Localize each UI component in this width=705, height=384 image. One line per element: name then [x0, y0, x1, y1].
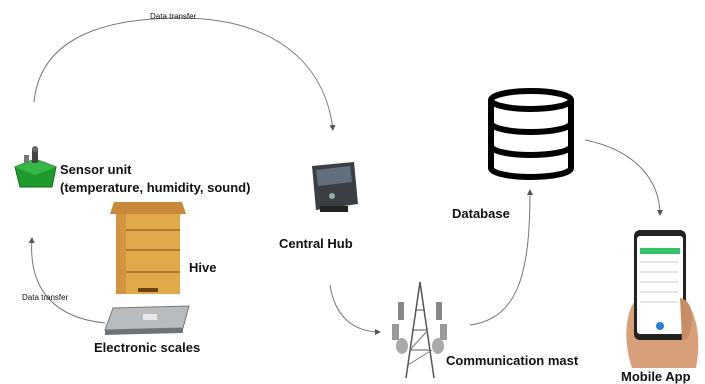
sensor-unit-icon: [14, 146, 57, 188]
data-transfer-label-top: Data transfer: [150, 12, 197, 21]
arrow-scales-to-sensor: [28, 237, 106, 324]
hive-icon: [110, 202, 186, 294]
database-label: Database: [452, 206, 510, 221]
electronic-scales-icon: [104, 305, 190, 335]
central-hub-icon: [312, 162, 358, 212]
electronic-scales-label: Electronic scales: [94, 340, 201, 355]
sensor-unit-subtitle: (temperature, humidity, sound): [60, 180, 251, 195]
arrow-database-to-mobile: [584, 139, 663, 216]
database-icon: [488, 88, 574, 180]
data-transfer-label-left: Data transfer: [22, 293, 69, 302]
hive-label: Hive: [189, 260, 217, 275]
mobile-app-icon: [626, 230, 699, 368]
central-hub-label: Central Hub: [279, 236, 353, 251]
communication-mast-label: Communication mast: [446, 353, 579, 368]
arrow-sensor-to-hub: [33, 17, 336, 131]
communication-mast-icon: [392, 281, 447, 379]
arrow-hub-to-mast: [329, 284, 381, 335]
sensor-unit-title: Sensor unit: [60, 162, 132, 177]
arrow-mast-to-database: [469, 189, 533, 326]
mobile-app-label: Mobile App: [621, 369, 691, 384]
